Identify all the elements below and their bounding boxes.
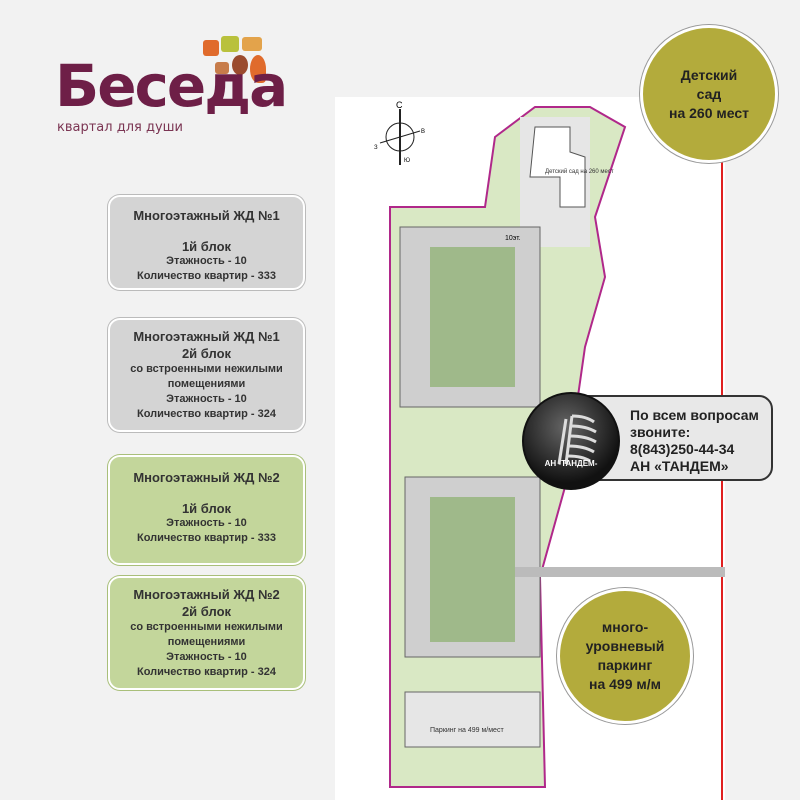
bubble-line: сад bbox=[696, 85, 722, 102]
bubble-line: много- bbox=[601, 619, 649, 635]
svg-text:С: С bbox=[396, 100, 403, 110]
bubble-line: уровневый bbox=[585, 638, 665, 654]
bubble-line: паркинг bbox=[597, 657, 653, 673]
logo-tile bbox=[215, 62, 229, 74]
building-icon bbox=[557, 414, 597, 465]
courtyard-2 bbox=[430, 497, 515, 642]
kindergarten-bubble: Детский сад на 260 мест bbox=[640, 25, 778, 163]
callout-title: Многоэтажный ЖД №1 bbox=[133, 329, 280, 344]
logo-name: Беседа bbox=[55, 52, 288, 120]
callout-house1-block2: Многоэтажный ЖД №1 2й блок со встроенным… bbox=[108, 318, 305, 432]
callout-house2-block1: Многоэтажный ЖД №2 1й блок Этажность - 1… bbox=[108, 455, 305, 565]
logo-tile bbox=[242, 37, 262, 51]
contact-agency: АН «ТАНДЕМ» bbox=[630, 458, 729, 474]
callout-title: Многоэтажный ЖД №1 bbox=[133, 208, 280, 223]
contact-line: По всем вопросам bbox=[630, 407, 759, 423]
logo-tile bbox=[250, 55, 266, 83]
callout-line: со встроенными нежилыми помещениями bbox=[130, 363, 283, 390]
callout-line: Этажность - 10 bbox=[166, 393, 247, 405]
bubble-line: на 260 мест bbox=[669, 104, 749, 121]
tandem-logo-text: АН -ТАНДЕМ- bbox=[544, 459, 598, 468]
parking-plan-label: Паркинг на 499 м/мест bbox=[430, 727, 504, 734]
callout-line: Этажность - 10 bbox=[166, 255, 247, 267]
logo-tile bbox=[221, 36, 239, 52]
callout-line: со встроенными нежилыми помещениями bbox=[130, 621, 283, 648]
kindergarten-plan-label: Детский сад на 260 мест bbox=[545, 168, 614, 175]
callout-line: Этажность - 10 bbox=[166, 651, 247, 663]
callout-title: Многоэтажный ЖД №2 bbox=[133, 587, 280, 602]
courtyard-1 bbox=[430, 247, 515, 387]
callout-line: 2й блок bbox=[181, 604, 232, 619]
svg-text:З: З bbox=[374, 145, 378, 151]
callout-line: 1й блок bbox=[181, 501, 232, 516]
logo-tagline: квартал для души bbox=[57, 120, 183, 135]
contact-phone[interactable]: 8(843)250-44-34 bbox=[630, 441, 735, 457]
compass-icon: С Ю В З bbox=[374, 100, 425, 165]
logo-tile bbox=[203, 40, 219, 56]
callout-line: Количество квартир - 333 bbox=[137, 270, 276, 282]
callout-line: 1й блок bbox=[181, 239, 232, 254]
callout-line: Количество квартир - 333 bbox=[137, 532, 276, 544]
callout-title: Многоэтажный ЖД №2 bbox=[133, 470, 280, 485]
callout-line: 2й блок bbox=[181, 346, 232, 361]
logo-tile bbox=[232, 55, 248, 75]
parking-building bbox=[404, 691, 541, 748]
contact-line: звоните: bbox=[630, 424, 691, 440]
bubble-line: Детский bbox=[680, 66, 738, 83]
bubble-line: на 499 м/м bbox=[589, 676, 661, 692]
road bbox=[515, 567, 725, 577]
svg-text:Ю: Ю bbox=[404, 158, 410, 164]
svg-text:В: В bbox=[421, 129, 425, 135]
tandem-logo: АН -ТАНДЕМ- bbox=[522, 392, 620, 490]
callout-line: Количество квартир - 324 bbox=[137, 666, 276, 678]
parking-bubble: много- уровневый паркинг на 499 м/м bbox=[557, 588, 693, 724]
callout-line: Этажность - 10 bbox=[166, 517, 247, 529]
kindergarten-building bbox=[529, 126, 586, 208]
callout-line: Количество квартир - 324 bbox=[137, 408, 276, 420]
callout-house2-block2: Многоэтажный ЖД №2 2й блок со встроенным… bbox=[108, 576, 305, 690]
callout-house1-block1: Многоэтажный ЖД №1 1й блок Этажность - 1… bbox=[108, 195, 305, 290]
floors-label: 10эт. bbox=[505, 235, 521, 242]
